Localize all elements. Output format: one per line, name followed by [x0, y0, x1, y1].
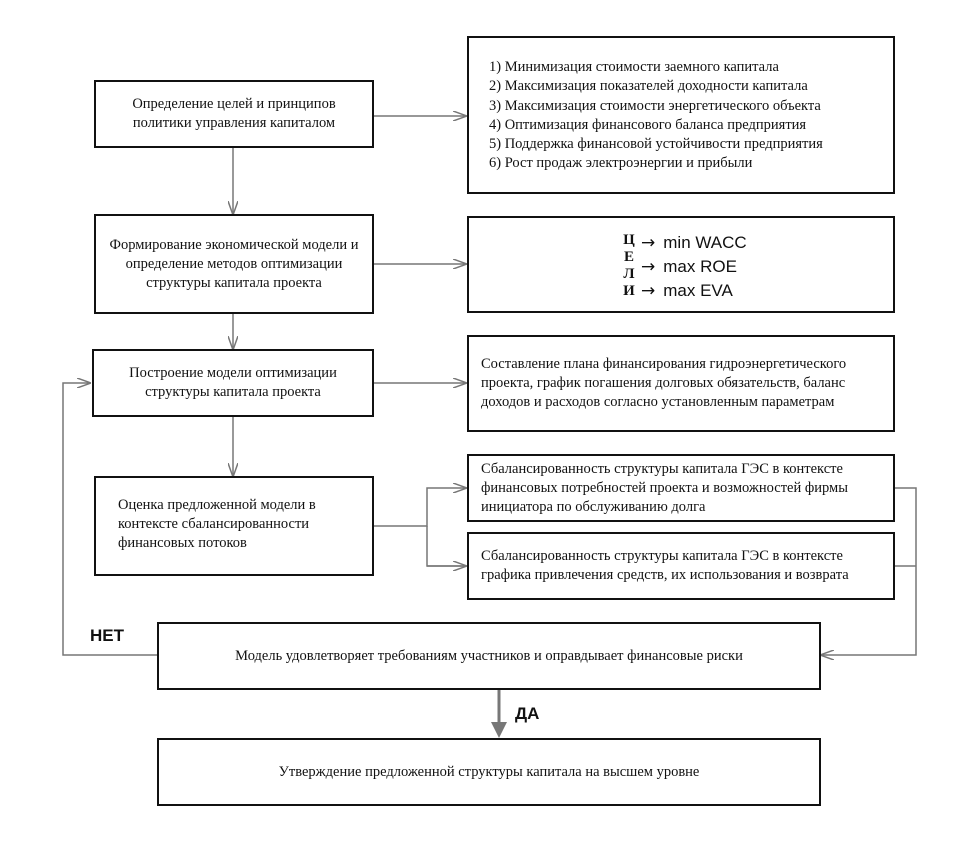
metric-row: → min WACC: [641, 231, 747, 255]
decision-box: Модель удовлетворяет требованиям участни…: [157, 622, 821, 690]
balance-schedule-box: Сбалансированность структуры капитала ГЭ…: [467, 532, 895, 600]
goal-item: 1) Минимизация стоимости заемного капита…: [489, 59, 779, 75]
right-arrow-icon: →: [641, 257, 656, 277]
step-evaluate-model: Оценка предложенной модели в контексте с…: [94, 476, 374, 576]
financing-plan-box: Составление плана финансирования гидроэн…: [467, 335, 895, 432]
goals-list: 1) Минимизация стоимости заемного капита…: [489, 58, 823, 174]
decision-text: Модель удовлетворяет требованиям участни…: [235, 647, 743, 664]
metric-row: → max ROE: [641, 255, 747, 279]
balance-needs-box: Сбалансированность структуры капитала ГЭ…: [467, 454, 895, 522]
goals-vertical-word: Ц Е Л И: [619, 232, 639, 300]
step-define-goals-text: Определение целей и принципов политики у…: [132, 96, 336, 131]
goals-metrics: → min WACC → max ROE → max EVA: [641, 231, 747, 303]
goals-metrics-box: Ц Е Л И → min WACC → max ROE → max EVA: [467, 216, 895, 313]
goals-letter: И: [623, 283, 635, 299]
approve-box: Утверждение предложенной структуры капит…: [157, 738, 821, 806]
goals-letter: Е: [623, 249, 634, 265]
metric-label: min WACC: [663, 233, 747, 252]
step-economic-model-text: Формирование экономической модели и опре…: [109, 236, 359, 291]
step-build-model-text: Построение модели оптимизации структуры …: [129, 365, 337, 400]
right-arrow-icon: →: [641, 281, 656, 301]
metric-label: max EVA: [663, 281, 733, 300]
goal-item: 6) Рост продаж электроэнергии и прибыли: [489, 155, 753, 172]
step-economic-model: Формирование экономической модели и опре…: [94, 214, 374, 314]
yes-label: ДА: [515, 704, 540, 723]
step-evaluate-model-text: Оценка предложенной модели в контексте с…: [118, 497, 316, 551]
goal-item: 4) Оптимизация финансового баланса предп…: [489, 116, 807, 133]
approve-text: Утверждение предложенной структуры капит…: [278, 763, 700, 780]
goals-letter: Ц: [623, 232, 635, 248]
step-build-model: Построение модели оптимизации структуры …: [92, 349, 374, 417]
step-define-goals: Определение целей и принципов политики у…: [94, 80, 374, 148]
right-arrow-icon: →: [641, 233, 656, 253]
goal-item: 5) Поддержка финансовой устойчивости пре…: [489, 136, 823, 153]
goal-item: 2) Максимизация показателей доходности к…: [489, 78, 808, 95]
goals-letter: Л: [623, 266, 635, 282]
no-label: НЕТ: [90, 626, 124, 645]
goals-list-box: 1) Минимизация стоимости заемного капита…: [467, 36, 895, 194]
financing-plan-text: Составление плана финансирования гидроэн…: [481, 356, 847, 410]
balance-needs-text: Сбалансированность структуры капитала ГЭ…: [481, 461, 848, 515]
metric-label: max ROE: [663, 257, 737, 276]
metric-row: → max EVA: [641, 279, 747, 303]
balance-schedule-text: Сбалансированность структуры капитала ГЭ…: [481, 548, 849, 583]
goal-item: 3) Максимизация стоимости энергетическог…: [489, 97, 821, 114]
